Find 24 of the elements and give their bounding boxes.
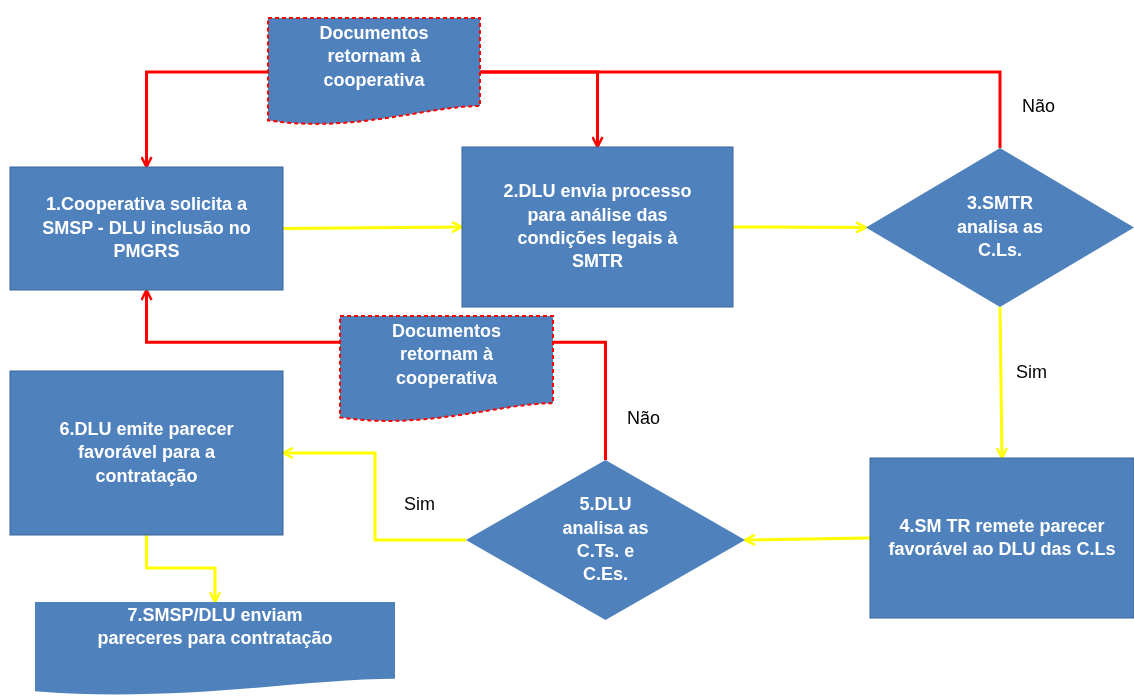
- node-text: 2.DLU envia processo para análise das condições legais à SMTR: [502, 180, 693, 274]
- decision-diamond: [866, 148, 1134, 307]
- arrow: [140, 70, 268, 169]
- process-box: [10, 167, 283, 290]
- arrow: [145, 535, 222, 604]
- process-box: [870, 458, 1134, 618]
- node-text: 5.DLU analisa as C.Ts. e C.Es.: [561, 493, 650, 587]
- process-box: [462, 147, 733, 307]
- arrow: [995, 306, 1009, 460]
- arrow: [743, 533, 871, 547]
- arrow: [283, 220, 464, 234]
- arrow: [480, 70, 604, 149]
- node-text: 1.Cooperativa solicita a SMSP - DLU inclusão no PMGRS: [41, 193, 252, 264]
- document-shape: [340, 316, 553, 425]
- node-text: 6.DLU emite parecer favorável para a contratação: [58, 417, 235, 488]
- arrow: [733, 221, 868, 234]
- decision-diamond: [466, 460, 745, 620]
- node-text: Documentos retornam à cooperativa: [318, 22, 430, 92]
- node-text: 4.SM TR remete parecer favorável ao DLU das C.Ls: [887, 514, 1117, 561]
- document-shape: [268, 18, 480, 128]
- node-text: Documentos retornam à cooperativa: [391, 320, 502, 390]
- node-text: 3.SMTR analisa as C.Ls.: [955, 192, 1045, 263]
- node-text: 7.SMSP/DLU enviam pareceres para contratação: [96, 604, 334, 651]
- process-box: [10, 371, 283, 535]
